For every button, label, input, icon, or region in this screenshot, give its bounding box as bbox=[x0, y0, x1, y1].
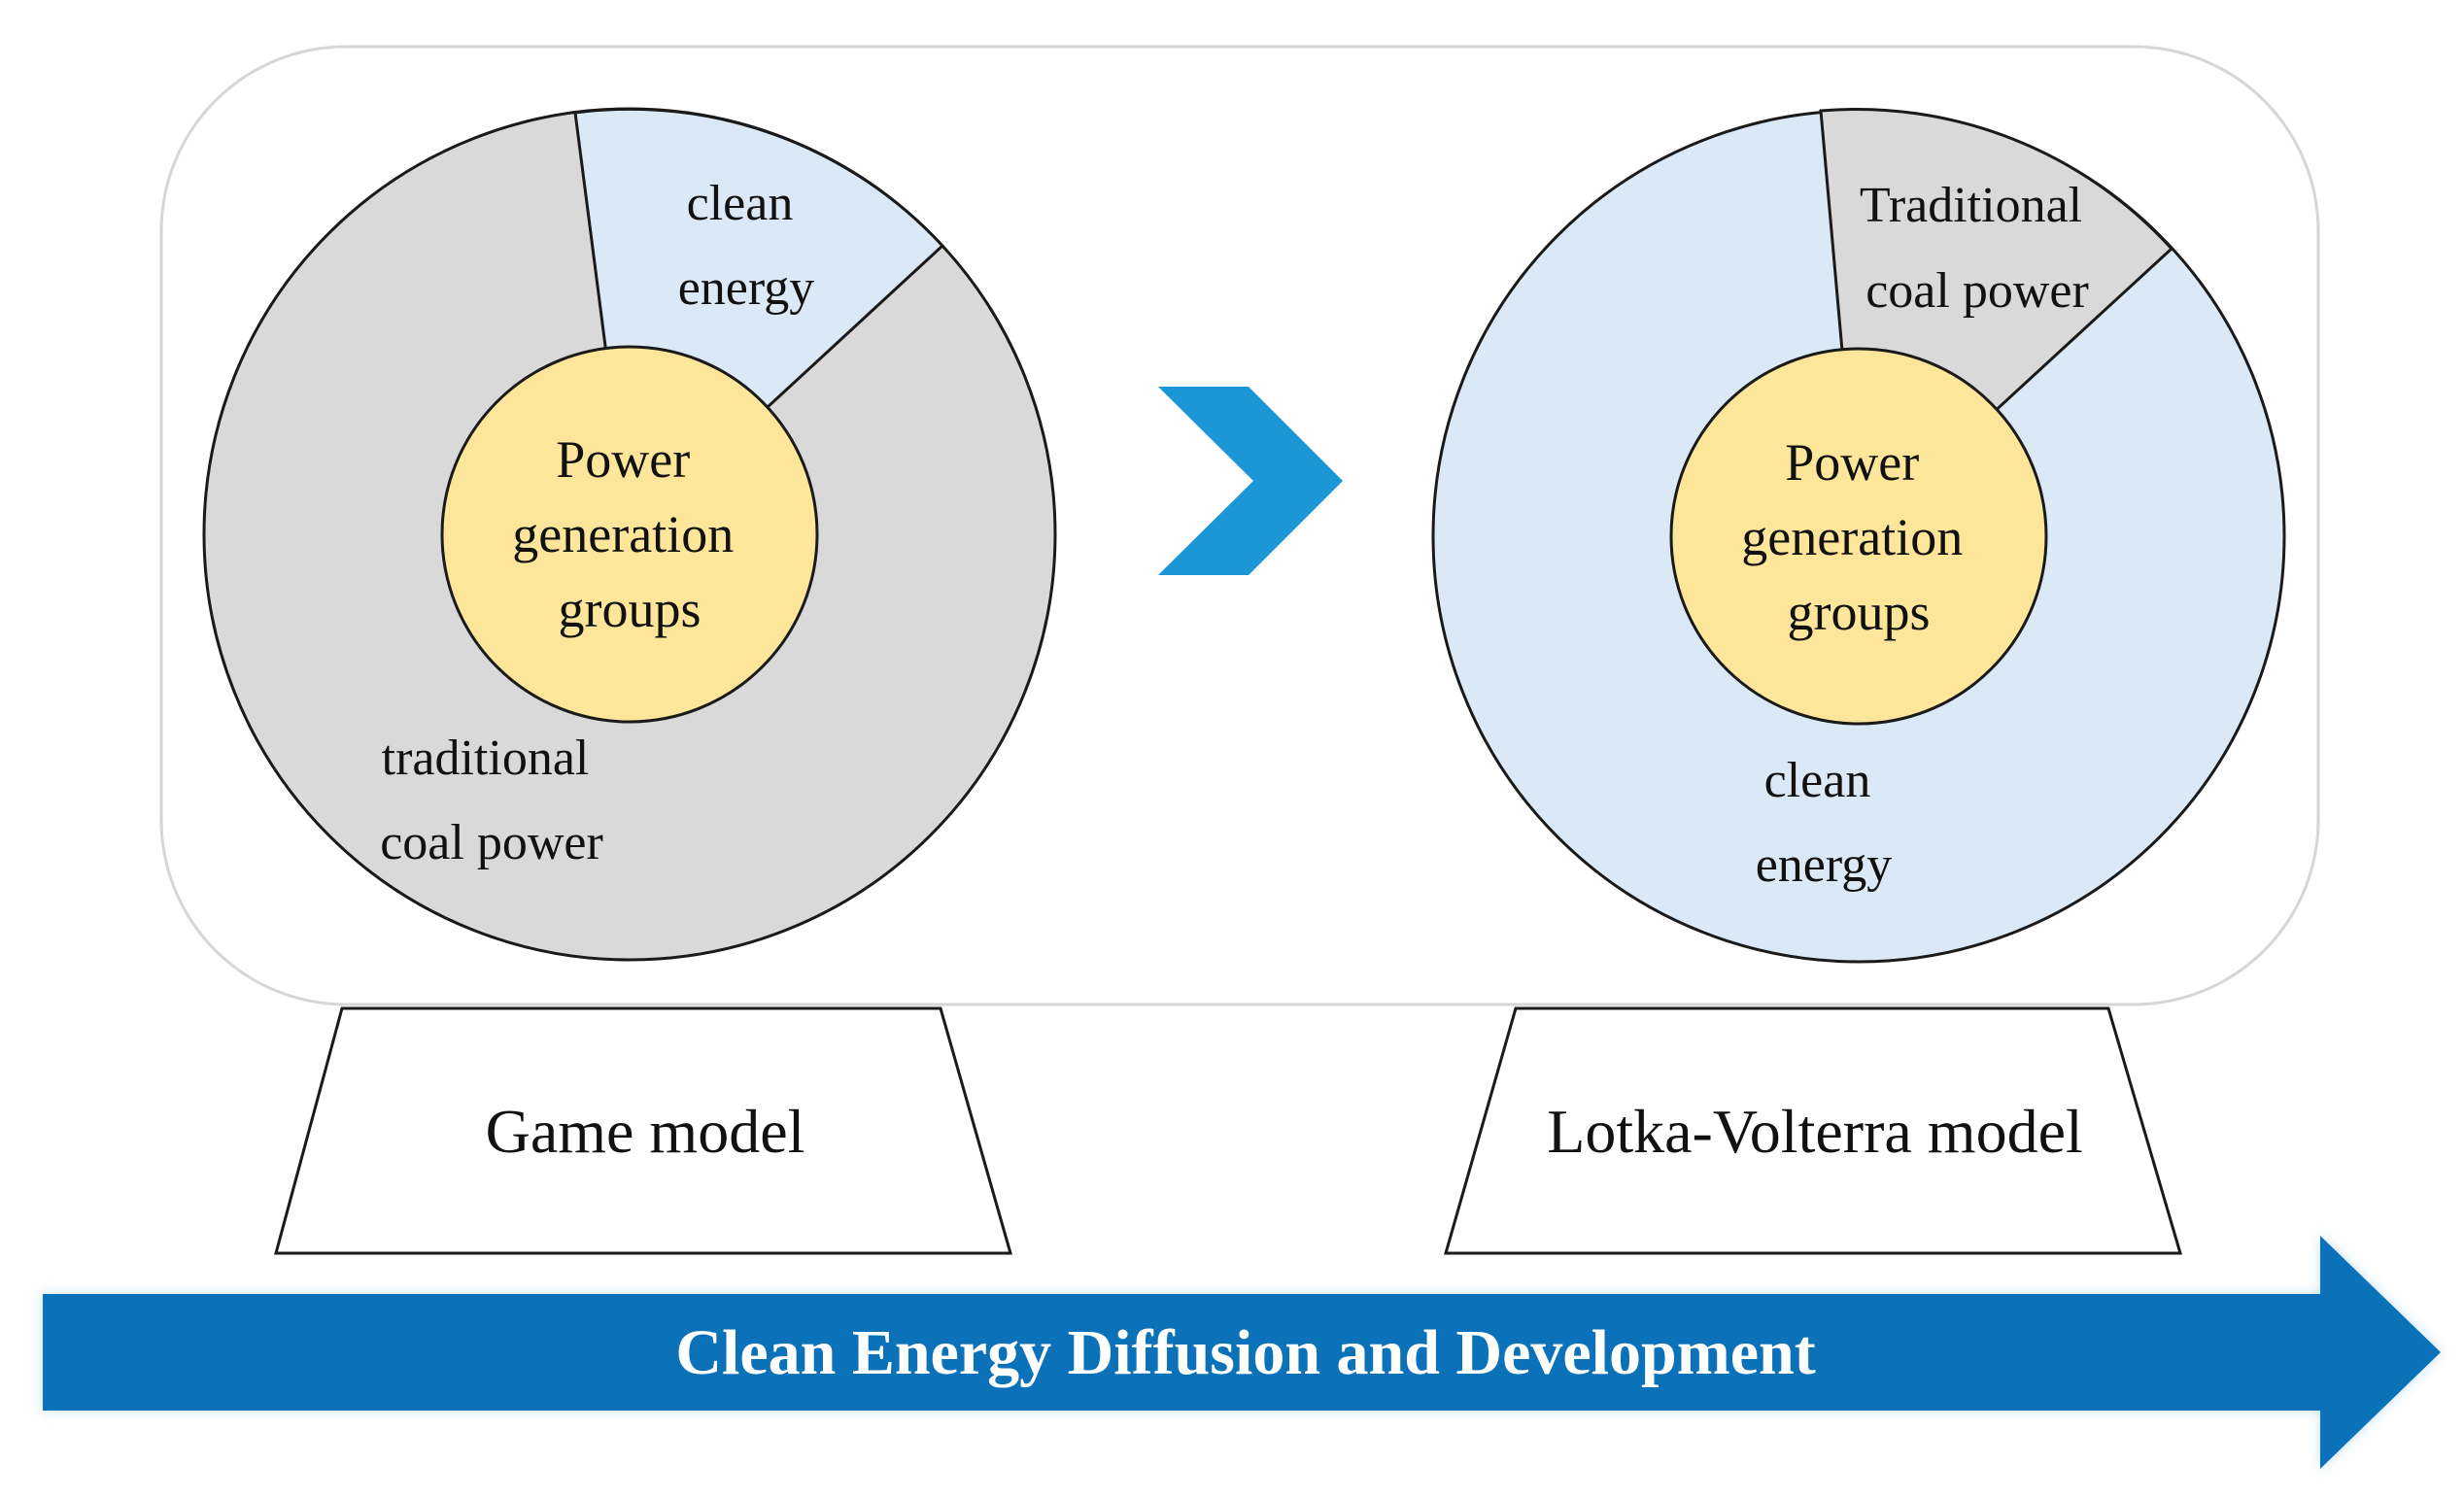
left-donut: clean energy traditional coal power Powe… bbox=[202, 107, 1057, 962]
game-model-box bbox=[274, 1006, 1012, 1255]
lotka-volterra-model-box bbox=[1444, 1006, 2183, 1255]
left-clean-label: clean energy bbox=[678, 176, 815, 316]
lotka-volterra-model-label: Lotka-Volterra model bbox=[1547, 1097, 2083, 1166]
right-center-label: Power generation groups bbox=[1741, 433, 1975, 641]
right-donut: Traditional coal power clean energy Powe… bbox=[1431, 107, 2286, 964]
left-coal-label: traditional coal power bbox=[380, 731, 603, 870]
game-model-label: Game model bbox=[486, 1097, 805, 1166]
banner-arrow bbox=[43, 1236, 2441, 1469]
banner-title: Clean Energy Diffusion and Development bbox=[675, 1317, 1815, 1388]
right-center-circle bbox=[1669, 347, 2048, 726]
right-coal-label: Traditional coal power bbox=[1860, 178, 2095, 319]
left-center-label: Power generation groups bbox=[512, 430, 746, 638]
right-clean-label: clean energy bbox=[1756, 753, 1893, 893]
chevron-right-icon bbox=[1158, 387, 1343, 575]
left-center-circle bbox=[440, 345, 819, 724]
